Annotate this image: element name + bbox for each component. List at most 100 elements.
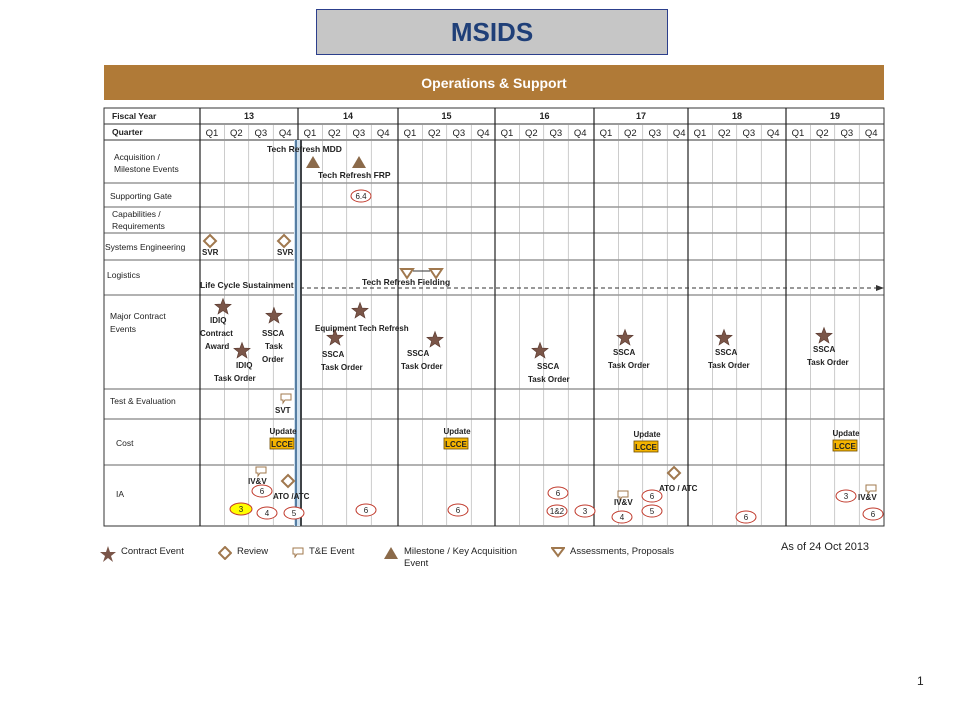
ivv-label: IV&V: [248, 477, 267, 486]
equipment-tech-refresh-label: Equipment Tech Refresh: [315, 324, 409, 333]
ia-6: 6: [260, 487, 265, 496]
ia-4: 4: [620, 513, 625, 522]
ivv-flag-icon: [617, 490, 629, 502]
lcce-box: [832, 439, 858, 452]
lcce-label: LCCE: [834, 442, 856, 451]
quarter-label: Q2: [525, 128, 538, 139]
idiq-award-label: Award: [205, 342, 229, 351]
row-label-systems-engineering: Systems Engineering: [105, 242, 186, 252]
row-label-cost: Cost: [116, 438, 134, 448]
idiq-award-label: IDIQ: [210, 316, 226, 325]
phase-band: Operations & Support: [104, 65, 884, 100]
ssca-16-label: Task Order: [528, 375, 570, 384]
ssca-13-label: Task: [265, 342, 283, 351]
quarter-label: Q2: [624, 128, 637, 139]
lcce-box: [443, 437, 469, 450]
ia-5: 5: [650, 507, 655, 516]
ssca-14-label: Task Order: [321, 363, 363, 372]
svr-label: SVR: [277, 248, 294, 257]
row-label-logistics: Logistics: [107, 270, 140, 280]
equipment-refresh-star-icon: [351, 301, 369, 319]
row-label-acquisition: Acquisition /: [114, 152, 160, 162]
quarter-label: Q4: [673, 128, 686, 139]
lcce-label: LCCE: [635, 443, 657, 452]
fiscal-year-13: 13: [244, 111, 254, 121]
ivv-label: IV&V: [858, 493, 877, 502]
fiscal-year-17: 17: [636, 111, 646, 121]
milestone-frp-icon: [352, 156, 366, 168]
ia-6: 6: [364, 506, 369, 515]
quarter-label: Q1: [792, 128, 805, 139]
quarter-label: Q2: [328, 128, 341, 139]
quarter-label: Q1: [501, 128, 514, 139]
row-label-supporting-gate: Supporting Gate: [110, 191, 172, 201]
quarter-label: Q4: [574, 128, 587, 139]
quarter-label: Q2: [816, 128, 829, 139]
fielding-end-icon: [428, 268, 444, 280]
arrow-head-icon: [876, 285, 884, 291]
ia-6-marker: [447, 503, 469, 517]
fiscal-year-15: 15: [441, 111, 451, 121]
quarter-label: Q3: [352, 128, 365, 139]
ssca-15-label: Task Order: [401, 362, 443, 371]
idiq-award-label: Contract: [200, 329, 233, 338]
quarter-label: Q2: [718, 128, 731, 139]
quarter-label: Q4: [279, 128, 292, 139]
ia-3: 3: [844, 492, 849, 501]
ia-6: 6: [456, 506, 461, 515]
svr-review-icon: [202, 233, 218, 249]
ia-5: 5: [292, 509, 297, 518]
milestone-mdd-icon: [306, 156, 320, 168]
ssca-17-label: Task Order: [608, 361, 650, 370]
ssca-18-label: SSCA: [715, 348, 737, 357]
ia-3-marker: [574, 504, 596, 518]
ssca-16-star-icon: [531, 341, 549, 359]
current-date-band: [294, 140, 302, 526]
ato-atc-label: ATO / ATC: [659, 484, 698, 493]
ivv-label: IV&V: [614, 498, 633, 507]
ia-4-marker: [256, 506, 278, 520]
ia-6-marker: [641, 489, 663, 503]
star-icon: [100, 546, 116, 562]
ivv-flag-icon: [255, 466, 267, 478]
ssca-18-star-icon: [715, 328, 733, 346]
quarter-label: Q3: [840, 128, 853, 139]
ia-4-marker: [611, 510, 633, 524]
ia-3: 3: [239, 505, 244, 514]
update-label: Update: [633, 430, 661, 439]
row-label-major-contract: Major Contract: [110, 311, 166, 321]
idiq-task-star-icon: [233, 341, 251, 359]
ia-6-marker: [251, 484, 273, 498]
legend-label: Review: [237, 546, 269, 557]
ivv-flag-icon: [865, 484, 877, 496]
quarter-label: Q3: [742, 128, 755, 139]
row-label-test-eval: Test & Evaluation: [110, 396, 176, 406]
row-label-major-contract: Events: [110, 324, 136, 334]
ia-1-2-marker: [546, 504, 568, 518]
ia-6-marker: [547, 486, 569, 500]
lcce-label: LCCE: [445, 440, 467, 449]
quarter-label: Q1: [206, 128, 219, 139]
ato-review-icon: [280, 473, 296, 489]
quarter-label: Q1: [600, 128, 613, 139]
ia-3-marker: [835, 489, 857, 503]
gate-6-4-label: 6.4: [355, 192, 367, 201]
legend-label: Contract Event: [121, 546, 184, 557]
fiscal-year-18: 18: [732, 111, 742, 121]
quarter-label: Q4: [477, 128, 490, 139]
schedule-frame: [103, 107, 885, 527]
page-title: MSIDS: [316, 9, 668, 55]
ssca-14-label: SSCA: [322, 350, 344, 359]
ia-3: 3: [583, 507, 588, 516]
flag-icon: [292, 547, 304, 558]
diamond-icon: [218, 546, 232, 560]
gate-marker: [350, 189, 372, 203]
update-label: Update: [443, 427, 471, 436]
ato-review-icon: [666, 465, 682, 481]
ia-6: 6: [556, 489, 561, 498]
fiscal-year-14: 14: [343, 111, 353, 121]
row-label-capabilities: Capabilities /: [112, 209, 161, 219]
legend-label: Assessments, Proposals: [570, 546, 675, 557]
